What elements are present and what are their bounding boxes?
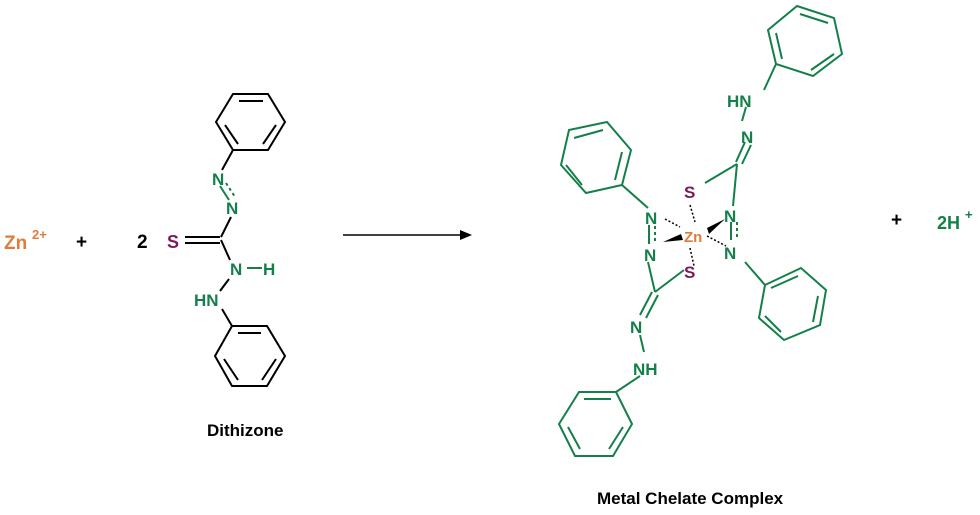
dithizone-n1: N (212, 170, 224, 189)
proton-product: 2H + (937, 207, 973, 233)
wedge-bond-right (707, 219, 725, 234)
dithizone-n3: N (230, 260, 242, 279)
reaction-arrow (343, 230, 472, 240)
complex-nh-bottom: NH (633, 360, 658, 379)
dithizone-hn: HN (194, 291, 219, 310)
wedge-bond-left (663, 234, 683, 242)
complex-zinc-center: Zn (684, 229, 702, 246)
zinc-ion: Zn 2+ (4, 227, 47, 254)
dithizone-structure (185, 93, 287, 387)
plus-sign-left: + (76, 232, 87, 253)
complex-hn-top: HN (727, 92, 752, 111)
dithizone-hydrogen: H (263, 260, 275, 279)
dithizone-top-phenyl-ring (214, 93, 287, 151)
proton-charge: + (965, 207, 973, 222)
complex-n-left-bottom: N (644, 246, 656, 265)
dithizone-n2: N (226, 199, 238, 218)
complex-structure (557, 4, 844, 457)
complex-n-left-top: N (645, 209, 657, 228)
zinc-charge: 2+ (32, 227, 47, 242)
complex-n-right-bottom: N (724, 244, 736, 263)
complex-bottom-phenyl-ring (557, 391, 634, 457)
complex-n-top: N (741, 128, 753, 147)
complex-top-phenyl-ring (766, 4, 844, 78)
complex-sulfur-bottom: S (684, 263, 695, 282)
dithizone-coefficient: 2 (137, 232, 148, 253)
complex-atoms: HN N S N N Zn N N S N NH (630, 92, 753, 379)
proton-symbol: 2H (937, 213, 960, 233)
complex-caption: Metal Chelate Complex (597, 489, 784, 508)
complex-sulfur-top: S (684, 183, 695, 202)
complex-n-right-top: N (724, 207, 736, 226)
zinc-symbol: Zn (4, 233, 27, 254)
dithizone-atoms: N N S N H HN (167, 170, 275, 310)
dithizone-caption: Dithizone (207, 421, 284, 440)
complex-n-bottom: N (630, 318, 642, 337)
complex-right-phenyl-ring (757, 266, 828, 342)
dithizone-sulfur: S (167, 232, 179, 252)
plus-sign-right: + (891, 210, 902, 231)
dithizone-bottom-phenyl-ring (213, 325, 287, 387)
